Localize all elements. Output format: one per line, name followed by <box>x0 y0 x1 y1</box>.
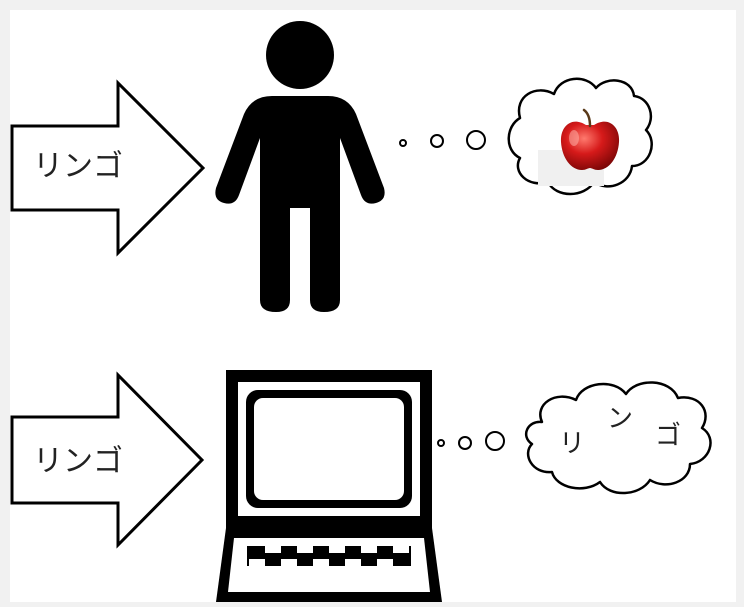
cloud-char-1: リ <box>559 429 585 459</box>
thought-dots-top <box>399 130 486 150</box>
arrow-label-bottom: リンゴ <box>33 444 123 479</box>
laptop-icon <box>216 370 442 602</box>
red-apple-icon <box>538 108 620 186</box>
cloud-char-3: ゴ <box>655 421 681 451</box>
person-icon <box>215 21 385 312</box>
diagram-canvas: リンゴ リンゴ <box>10 10 736 602</box>
input-arrow-top: リンゴ <box>10 79 206 257</box>
thought-cloud-bottom: リ ン ゴ <box>524 381 712 495</box>
input-arrow-bottom: リンゴ <box>10 371 205 549</box>
arrow-label-top: リンゴ <box>33 149 123 184</box>
thought-dots-bottom <box>437 431 505 451</box>
diagram-svg: リンゴ リンゴ <box>10 21 712 602</box>
cloud-char-2: ン <box>607 404 633 434</box>
